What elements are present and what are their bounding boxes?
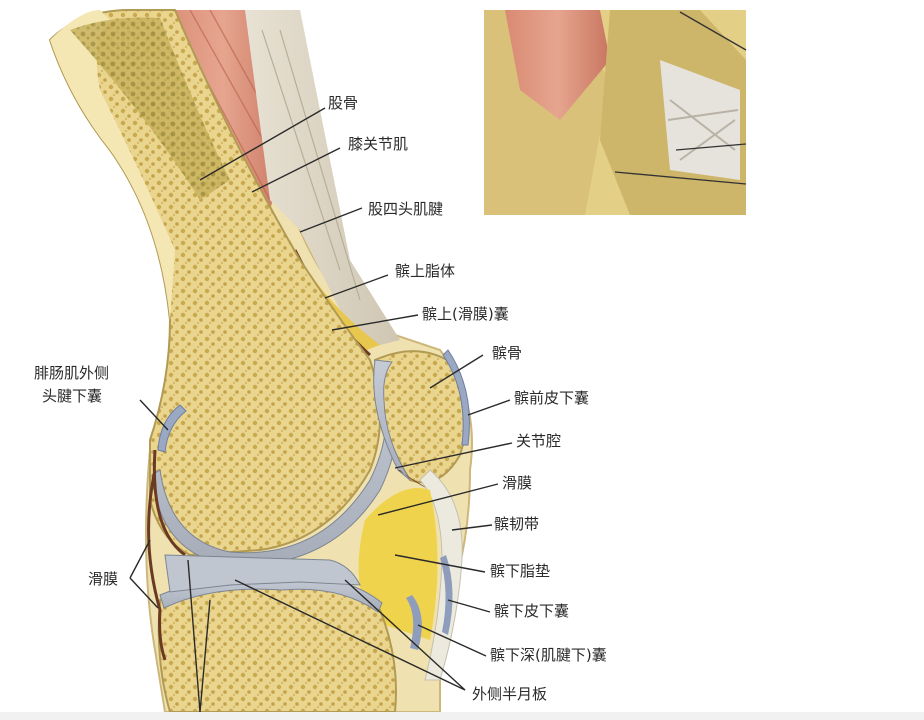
subcutaneous-infrapatellar-bursa-shape [440, 555, 453, 635]
gastrocnemius-bursa-shape [157, 404, 187, 453]
label-synovium-right: 滑膜 [502, 474, 533, 492]
label-prepatellar-bursa: 髌前皮下囊 [514, 389, 590, 407]
prepatellar-bursa-shape [442, 349, 470, 446]
inset-leader-1 [679, 11, 747, 51]
inset-leader-3 [614, 171, 747, 185]
label-articularis-genus: 膝关节肌 [348, 135, 409, 153]
bottom-strip [0, 712, 924, 720]
deep-infrapatellar-bursa-shape [406, 595, 422, 650]
inset-leader-2 [675, 143, 747, 151]
lateral-meniscus-shape [164, 554, 361, 593]
femur-cortex-front [50, 10, 175, 320]
inset-detail [484, 10, 747, 215]
label-gastrocnemius-bursa-line2: 头腱下囊 [42, 387, 103, 405]
label-lateral-meniscus: 外侧半月板 [472, 685, 548, 703]
femur-shaft [48, 9, 381, 557]
label-subcutaneous-infrapatellar-bursa: 髌下皮下囊 [494, 602, 570, 620]
label-infrapatellar-fat-pad: 髌下脂垫 [490, 562, 551, 580]
label-synovium-left: 滑膜 [88, 570, 119, 588]
femur-marrow [70, 17, 230, 200]
patellar-ligament-shape [419, 469, 463, 681]
patellar-cartilage [373, 359, 411, 481]
label-patellar-ligament: 髌韧带 [494, 515, 540, 533]
label-suprapatellar-fat: 髌上脂体 [395, 262, 456, 280]
leader-lines [129, 107, 513, 713]
label-joint-cavity: 关节腔 [516, 432, 562, 450]
label-suprapatellar-bursa: 髌上(滑膜)囊 [422, 305, 509, 323]
label-quadriceps-tendon: 股四头肌腱 [368, 200, 444, 218]
label-femur: 股骨 [328, 94, 359, 112]
label-patella: 髌骨 [492, 344, 523, 362]
label-deep-infrapatellar-bursa: 髌下深(肌腱下)囊 [490, 646, 607, 664]
label-gastrocnemius-bursa-line1: 腓肠肌外侧 [34, 364, 110, 382]
